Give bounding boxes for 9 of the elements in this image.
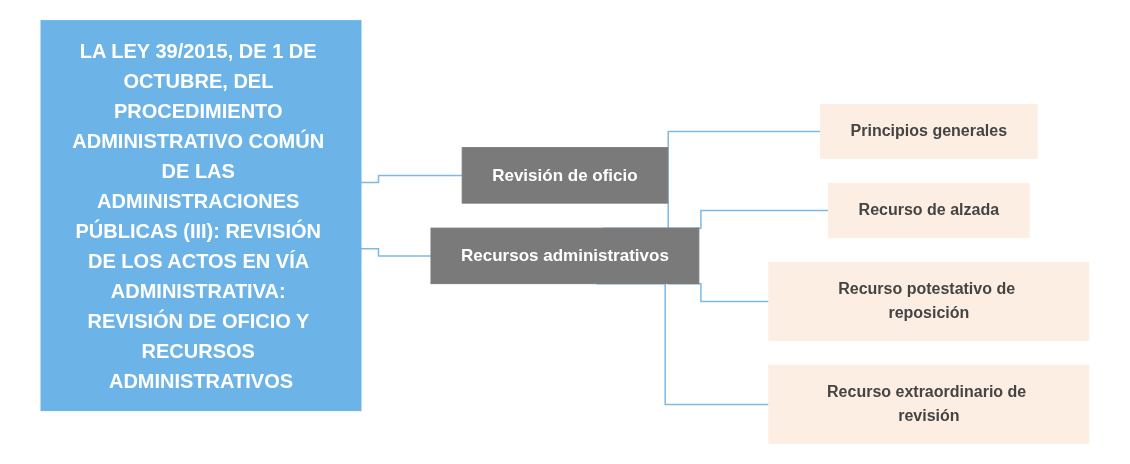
node-box: Recurso extraordinario de revisión [768, 364, 1090, 444]
node-box: Recurso potestativo de reposición [768, 261, 1090, 341]
connector [360, 247, 432, 257]
node-box: Principios generales [820, 103, 1038, 159]
node-box: Recursos administrativos [430, 227, 700, 285]
connector [360, 174, 463, 184]
node-box: Revisión de oficio [461, 147, 669, 204]
node-box: LA LEY 39/2015, DE 1 DE OCTUBRE, DEL PROCEDIMIENTO ADMINISTRATIVO COMÚN DE LAS ADMINISTRACIONES PÚBLICAS (III): REVISIÓN DE LOS ACTOS EN VÍA ADMINISTRATIVA: REVISIÓN DE OFICIO Y RECURSOS ADMINISTRATIVOS [40, 20, 362, 412]
node-box: Recurso de alzada [828, 182, 1030, 238]
